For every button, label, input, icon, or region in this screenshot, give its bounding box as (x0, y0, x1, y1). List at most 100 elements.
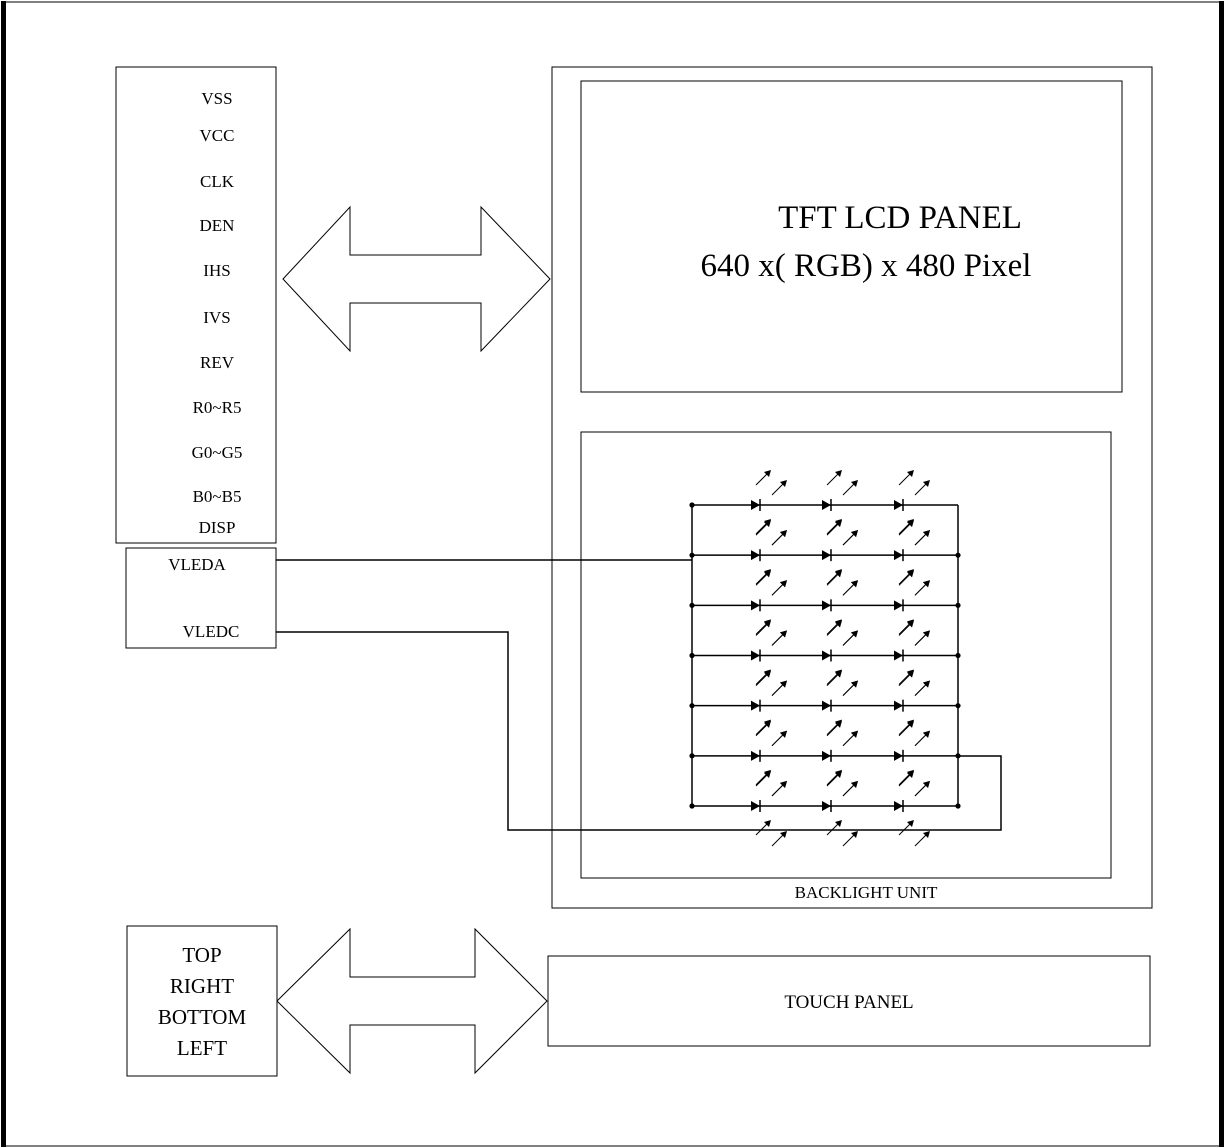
tft-lcd-panel-box (580, 80, 1123, 393)
light-emission-arrow-icon (898, 520, 914, 536)
junction-dot (689, 703, 695, 709)
light-emission-arrow-icon (826, 470, 842, 486)
led-string (689, 570, 961, 646)
touch-direction-label: BOTTOM (158, 1005, 247, 1029)
light-emission-arrow-icon (771, 781, 787, 797)
light-emission-arrow-icon (826, 670, 842, 687)
interface-pin-label: VCC (200, 126, 235, 145)
led-power-connector-box (125, 547, 277, 649)
interface-pin-label: DISP (199, 518, 236, 537)
led-string (689, 470, 958, 546)
interface-pin-label: REV (200, 353, 235, 372)
light-emission-arrow-icon (842, 530, 858, 546)
led-diode-icon (751, 771, 787, 847)
junction-dot (955, 602, 961, 608)
junction-dot (689, 602, 695, 608)
touch-panel-box (547, 955, 1151, 1047)
light-emission-arrow-icon (914, 680, 930, 697)
light-emission-arrow-icon (755, 520, 771, 536)
light-emission-arrow-icon (898, 820, 914, 836)
interface-connector-box (115, 66, 277, 544)
light-emission-arrow-icon (842, 831, 858, 847)
led-string (689, 520, 961, 596)
backlight-unit-box (580, 431, 1112, 879)
light-emission-arrow-icon (898, 670, 914, 687)
light-emission-arrow-icon (898, 470, 914, 486)
light-emission-arrow-icon (826, 771, 842, 787)
light-emission-arrow-icon (898, 620, 914, 636)
junction-dot (689, 552, 695, 558)
light-emission-arrow-icon (914, 730, 930, 747)
led-string (689, 771, 961, 847)
interface-pin-label: VSS (201, 89, 232, 108)
light-emission-arrow-icon (771, 480, 787, 496)
junction-dot (955, 652, 961, 659)
light-emission-arrow-icon (842, 480, 858, 496)
light-emission-arrow-icon (755, 771, 771, 787)
light-emission-arrow-icon (826, 720, 842, 737)
led-string (689, 670, 961, 747)
light-emission-arrow-icon (755, 620, 771, 636)
junction-dot (955, 552, 961, 558)
junction-dot (689, 803, 695, 809)
interface-pin-label: CLK (200, 172, 235, 191)
light-emission-arrow-icon (771, 730, 787, 747)
light-emission-arrow-icon (771, 580, 787, 596)
interface-pin-label: IVS (203, 308, 230, 327)
touch-direction-list: TOP RIGHT BOTTOM LEFT (158, 943, 247, 1060)
light-emission-arrow-icon (842, 680, 858, 697)
light-emission-arrow-icon (842, 730, 858, 747)
light-emission-arrow-icon (755, 670, 771, 687)
light-emission-arrow-icon (842, 580, 858, 596)
light-emission-arrow-icon (826, 820, 842, 836)
light-emission-arrow-icon (826, 620, 842, 636)
interface-pin-label: DEN (200, 216, 235, 235)
light-emission-arrow-icon (898, 771, 914, 787)
led-diode-icon (894, 771, 930, 847)
touch-direction-label: LEFT (177, 1036, 227, 1060)
light-emission-arrow-icon (898, 720, 914, 737)
interface-pin-label: G0~G5 (192, 443, 243, 462)
light-emission-arrow-icon (755, 570, 771, 586)
light-emission-arrow-icon (755, 820, 771, 836)
light-emission-arrow-icon (914, 530, 930, 546)
interface-pin-label: R0~R5 (193, 398, 242, 417)
touch-bidirectional-arrow (276, 927, 548, 1075)
light-emission-arrow-icon (755, 720, 771, 737)
led-diode-icon (822, 771, 858, 847)
led-string (689, 620, 961, 696)
interface-pin-label: IHS (203, 261, 230, 280)
vledc-pin-label: VLEDC (183, 622, 240, 641)
backlight-led-matrix (689, 470, 961, 847)
light-emission-arrow-icon (771, 680, 787, 697)
lcd-panel-resolution: 640 x( RGB) x 480 Pixel (701, 248, 1032, 284)
light-emission-arrow-icon (842, 781, 858, 797)
junction-dot (955, 703, 961, 709)
light-emission-arrow-icon (771, 831, 787, 847)
light-emission-arrow-icon (914, 831, 930, 847)
lcd-panel-title: TFT LCD PANEL (778, 200, 1022, 236)
light-emission-arrow-icon (914, 580, 930, 596)
junction-dot (689, 652, 695, 659)
light-emission-arrow-icon (771, 630, 787, 646)
touch-direction-label: TOP (182, 943, 221, 967)
backlight-unit-label: BACKLIGHT UNIT (795, 883, 938, 902)
led-string (689, 720, 961, 797)
light-emission-arrow-icon (842, 630, 858, 646)
touch-direction-label: RIGHT (170, 974, 234, 998)
lcd-module-outline (551, 66, 1153, 909)
light-emission-arrow-icon (914, 781, 930, 797)
junction-dot (689, 753, 695, 759)
light-emission-arrow-icon (771, 530, 787, 546)
light-emission-arrow-icon (826, 570, 842, 586)
vleda-pin-label: VLEDA (168, 555, 226, 574)
interface-bidirectional-arrow (282, 205, 551, 353)
light-emission-arrow-icon (826, 520, 842, 536)
junction-dot (955, 803, 961, 809)
light-emission-arrow-icon (755, 470, 771, 486)
light-emission-arrow-icon (914, 630, 930, 646)
interface-pin-label: B0~B5 (193, 487, 242, 506)
